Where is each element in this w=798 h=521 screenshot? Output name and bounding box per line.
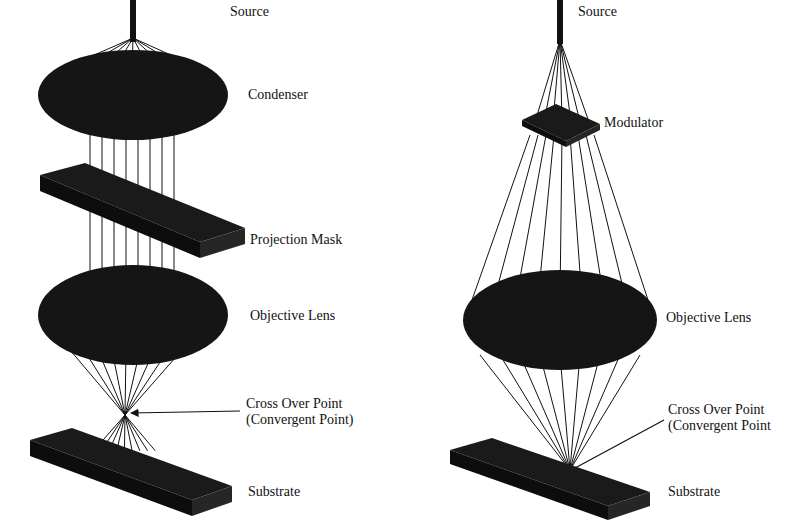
source-tip — [130, 0, 136, 42]
beam-ray — [109, 350, 154, 451]
substrate-edge — [608, 492, 650, 520]
substrate-edge — [450, 450, 608, 520]
beam-ray — [112, 350, 132, 451]
beam-ray — [570, 355, 620, 470]
leader-line — [575, 420, 664, 468]
part-label: Projection Mask — [250, 232, 342, 248]
leader-arrow — [131, 411, 240, 413]
beam-ray — [98, 350, 140, 451]
substrate-edge — [192, 486, 232, 516]
beam-ray — [101, 350, 168, 451]
part-label: Substrate — [248, 484, 300, 500]
modulator-edge — [566, 124, 600, 147]
beam-ray — [117, 350, 140, 451]
projection-mask-edge — [40, 175, 200, 258]
beam-ray — [540, 355, 570, 470]
condenser-lens — [38, 50, 228, 140]
part-label: Substrate — [668, 484, 720, 500]
part-label: Source — [578, 4, 617, 20]
part-label: Objective Lens — [666, 310, 751, 326]
source-tip — [557, 0, 563, 44]
modulator-edge — [522, 120, 566, 147]
objective-lens — [463, 270, 657, 370]
beam-ray — [560, 355, 570, 470]
part-label: Condenser — [248, 87, 308, 103]
part-label: Cross Over Point (Convergent Point — [668, 402, 792, 434]
beam-ray — [94, 350, 182, 451]
part-label: Source — [230, 4, 269, 20]
part-label: Modulator — [604, 115, 663, 131]
beam-ray — [124, 350, 126, 451]
projection-mask-edge — [200, 228, 245, 258]
part-label: Cross Over Point (Convergent Point) — [246, 396, 366, 428]
part-label: Objective Lens — [250, 308, 335, 324]
substrate-edge — [30, 440, 192, 516]
objective-lens — [38, 265, 228, 365]
beam-ray — [570, 355, 640, 470]
